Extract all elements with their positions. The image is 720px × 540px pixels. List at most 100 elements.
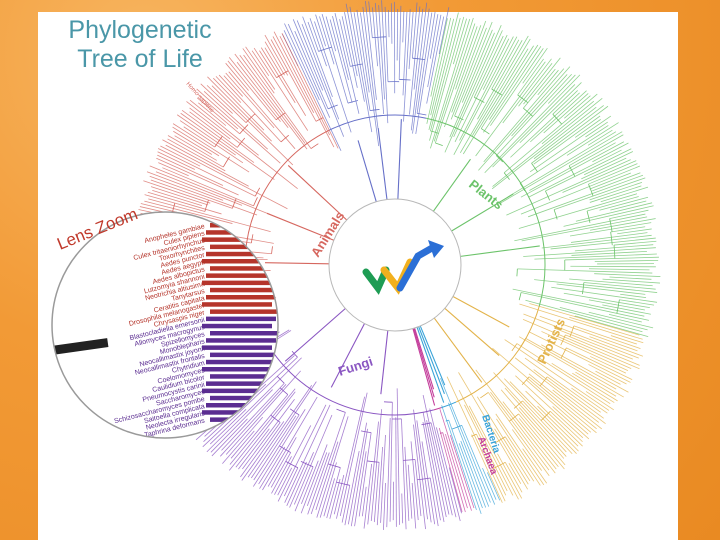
branch-arc <box>271 246 273 254</box>
branch-leaf <box>384 6 389 82</box>
branch-arc <box>610 231 613 246</box>
branch-leaf <box>602 304 651 315</box>
lens-branch-bar <box>210 395 278 401</box>
main-branch <box>452 296 510 328</box>
branch-leaf <box>511 74 568 137</box>
branch-leaf <box>570 265 656 268</box>
branch-leaf <box>441 405 477 510</box>
branch-leaf <box>315 441 339 511</box>
branch-leaf <box>211 418 248 457</box>
branch-leaf <box>483 46 542 133</box>
logo-arrow-icon <box>428 240 444 258</box>
branch-leaf <box>294 466 314 512</box>
lens-branch-bar <box>206 381 276 386</box>
branch-arc <box>480 392 489 399</box>
branch-arc <box>519 182 526 192</box>
branch-leaf <box>494 428 529 485</box>
branch-leaf <box>430 422 453 516</box>
branch-leaf <box>228 57 281 122</box>
branch-leaf <box>448 467 462 514</box>
branch-leaf <box>253 47 309 131</box>
branch-leaf <box>520 141 625 198</box>
branch-leaf <box>429 477 439 527</box>
branch-arc <box>582 282 585 295</box>
branch-leaf <box>480 45 534 129</box>
branch-leaf <box>157 151 196 170</box>
branch-leaf <box>309 18 327 67</box>
branch-leaf <box>293 414 333 505</box>
branch-leaf <box>539 315 638 352</box>
branch-leaf <box>240 422 281 478</box>
branch-leaf <box>300 444 328 514</box>
branch-leaf <box>530 90 587 143</box>
branch-leaf <box>588 163 638 185</box>
branch-leaf <box>413 8 424 90</box>
branch-leaf <box>572 372 618 402</box>
branch-leaf <box>284 23 320 101</box>
branch-leaf <box>449 435 475 509</box>
branch-leaf <box>588 364 627 385</box>
branch-leaf <box>586 196 639 212</box>
branch-leaf <box>259 446 286 489</box>
branch-leaf <box>504 436 535 482</box>
branch-arc <box>277 376 285 384</box>
branch-leaf <box>545 148 632 192</box>
branch-leaf <box>571 250 647 256</box>
branch-leaf <box>573 325 641 349</box>
branch-leaf <box>274 425 312 495</box>
branch-leaf <box>514 357 600 423</box>
branch-leaf <box>225 72 275 129</box>
branch-arc <box>253 197 258 206</box>
logo-stroke-green <box>362 266 390 295</box>
branch-leaf <box>252 414 300 487</box>
branch-leaf <box>471 434 503 503</box>
branch-leaf <box>533 369 606 425</box>
main-branch <box>284 308 346 362</box>
branch-leaf <box>225 62 249 91</box>
branch-leaf <box>430 18 455 116</box>
branch-arc <box>521 376 530 386</box>
branch-leaf <box>238 428 270 470</box>
branch-leaf <box>325 16 337 52</box>
branch-leaf <box>277 404 327 502</box>
branch-leaf <box>518 413 565 470</box>
branch-leaf <box>213 77 265 131</box>
branch-arc <box>496 155 504 163</box>
branch-leaf <box>349 6 373 133</box>
branch-leaf <box>529 142 616 191</box>
branch-leaf <box>284 404 331 503</box>
branch-arc <box>403 459 416 461</box>
branch-leaf <box>329 478 341 519</box>
main-branch <box>287 165 348 221</box>
branch-leaf <box>225 370 301 455</box>
branch-leaf <box>435 427 461 522</box>
branch-leaf <box>589 181 643 201</box>
branch-leaf <box>518 407 565 459</box>
main-branch <box>444 307 500 356</box>
branch-leaf <box>583 282 656 290</box>
branch-arc <box>481 128 490 135</box>
main-branch <box>357 140 377 202</box>
branch-leaf <box>529 115 612 173</box>
branch-leaf <box>427 14 442 88</box>
branch-leaf <box>410 2 428 131</box>
branch-leaf <box>434 23 476 144</box>
branch-leaf <box>454 34 508 143</box>
branch-leaf <box>179 120 244 164</box>
branch-leaf <box>551 362 615 403</box>
branch-leaf <box>445 433 468 509</box>
branch-leaf <box>574 244 654 252</box>
branch-leaf <box>550 237 656 250</box>
branch-leaf <box>565 334 640 366</box>
branch-leaf <box>523 247 656 257</box>
branch-leaf <box>502 401 557 470</box>
branch-leaf <box>563 205 654 227</box>
branch-leaf <box>209 409 247 445</box>
branch-leaf <box>522 47 548 84</box>
branch-leaf <box>416 420 432 523</box>
branch-leaf <box>528 376 597 434</box>
branch-leaf <box>504 339 610 411</box>
lens-border <box>51 211 279 439</box>
center-circle <box>328 198 462 332</box>
lens-branch-bar <box>210 374 278 379</box>
